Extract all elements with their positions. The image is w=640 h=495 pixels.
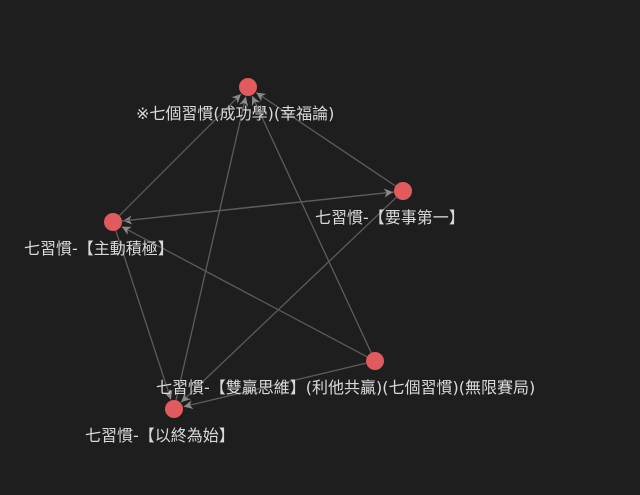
graph-node-C[interactable]: [394, 182, 412, 200]
node-label-seven-habits-main[interactable]: ※七個習慣(成功學)(幸福論): [136, 104, 335, 123]
edges-layer: [115, 92, 397, 409]
edge-D-to-A: [251, 95, 372, 354]
edge-D-to-E: [183, 362, 367, 409]
graph-node-B[interactable]: [104, 213, 122, 231]
edge-B-to-A: [118, 93, 242, 217]
edge-C-to-E: [180, 196, 397, 403]
edge-B-to-E: [115, 230, 173, 400]
node-label-begin-with-end[interactable]: 七習慣-【以終為始】: [85, 426, 235, 445]
graph-node-D[interactable]: [366, 352, 384, 370]
node-label-first-things-first[interactable]: 七習慣-【要事第一】: [315, 208, 465, 227]
nodes-layer: [104, 78, 412, 418]
edge-E-to-A: [175, 96, 249, 401]
edge-D-to-B: [121, 226, 368, 358]
node-label-be-proactive[interactable]: 七習慣-【主動積極】: [24, 239, 174, 258]
edge-C-to-A: [255, 92, 396, 187]
graph-node-A[interactable]: [239, 78, 257, 96]
graph-node-E[interactable]: [165, 400, 183, 418]
node-label-think-win-win[interactable]: 七習慣-【雙贏思維】(利他共贏)(七個習慣)(無限賽局): [156, 378, 536, 397]
edge-B-to-C: [121, 188, 394, 222]
